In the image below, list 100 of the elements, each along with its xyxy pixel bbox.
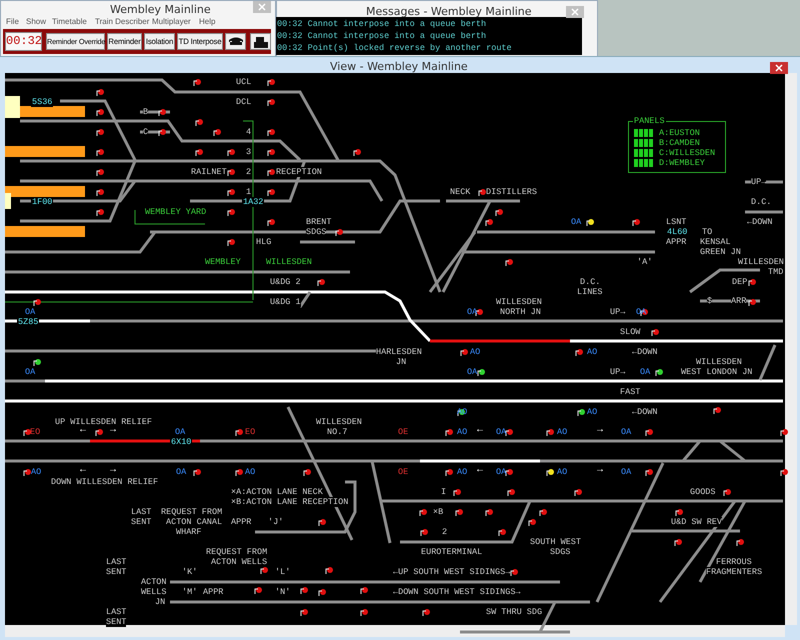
train-description: 1A32	[242, 197, 264, 207]
track-label: LAST	[106, 557, 126, 567]
track-label: 3	[246, 147, 252, 157]
track-label: ACTON CANAL	[166, 517, 222, 527]
signal-code: AO	[470, 347, 480, 357]
track-label: WILLESDEN	[496, 297, 542, 307]
track-label: ←DOWN	[632, 407, 658, 417]
signal-code: OA	[621, 427, 632, 437]
train-description: 5Z85	[17, 317, 40, 327]
signal-code: EO	[245, 427, 256, 437]
signal-code: OA	[621, 467, 632, 477]
track-label: DEP	[732, 277, 748, 287]
message-line: 00:32 Cannot interpose into a queue berth	[277, 31, 486, 41]
direction-arrow: ←	[477, 466, 484, 476]
panel-name: A:EUSTON	[659, 128, 700, 138]
area-label: WEMBLEY	[205, 257, 241, 267]
message-line: 00:32 Cannot interpose into a queue berth	[277, 19, 486, 29]
track-label: KENSAL	[700, 237, 731, 247]
track-label: U&DG 2	[270, 277, 301, 287]
area-label: WEMBLEY YARD	[145, 207, 206, 217]
track-label: FRAGMENTERS	[706, 567, 762, 577]
track-label: HARLESDEN	[376, 347, 422, 357]
track-label: SENT	[131, 517, 152, 527]
track-label: SDGS	[550, 547, 570, 557]
track-label: LAST	[131, 507, 152, 517]
track-label: DCL	[236, 97, 252, 107]
train-description: 4L60	[666, 227, 688, 237]
track-label: UP→	[610, 307, 626, 317]
track-label: 1	[246, 187, 252, 197]
direction-arrow: →	[597, 466, 604, 476]
track-label: APPR	[231, 517, 252, 527]
signal-code: OA	[636, 307, 646, 317]
track-label: 'M'	[182, 587, 198, 597]
track-label: EUROTERMINAL	[421, 547, 482, 557]
menu-item: Help	[199, 17, 216, 26]
train-description: 1F00	[31, 197, 54, 207]
track-label: WILLESDEN	[696, 357, 742, 367]
track-label: ×B	[433, 507, 444, 517]
menu-item: Show	[26, 17, 46, 26]
signal-code: OA	[496, 427, 506, 437]
track-label: RECEPTION	[276, 167, 322, 177]
track-label: 4	[246, 127, 252, 137]
track-label: NECK	[450, 187, 470, 197]
clock-display: 00:32	[5, 32, 42, 51]
track-label: 'A'	[637, 257, 652, 267]
signal-code: OA	[25, 307, 36, 317]
track-label: SENT	[106, 567, 126, 577]
track-label: U&D SW REV	[671, 517, 722, 527]
track-label: UP→	[751, 177, 766, 187]
track-label: ×A:ACTON LANE NECK	[231, 487, 323, 497]
track-label: WILLESDEN	[316, 417, 362, 427]
train-description: 6X10	[170, 437, 192, 447]
track-label: ACTON	[141, 577, 167, 587]
track-label: APPR	[666, 237, 686, 247]
track-label: WEST LONDON JN	[681, 367, 752, 377]
track-label: NO.7	[327, 427, 348, 437]
track-label: HLG	[256, 237, 272, 247]
track-label: UP WILLESDEN RELIEF	[55, 417, 152, 427]
train-description: 5S36	[31, 97, 54, 107]
signal-code: OA	[496, 467, 506, 477]
signal-code: AO	[245, 467, 256, 477]
track-label: LAST	[106, 607, 126, 617]
track-label: UP→	[610, 367, 626, 377]
panel-name: D:WEMBLEY	[659, 158, 705, 168]
panel-name: C:WILLESDEN	[659, 148, 716, 158]
direction-arrow: →	[110, 426, 116, 436]
track-label: ACTON WELLS	[211, 557, 268, 567]
track-label: SW THRU SDG	[486, 607, 542, 617]
track-label: BRENT	[306, 217, 332, 227]
menu-item: File	[6, 17, 19, 26]
track-label: JN	[396, 357, 406, 367]
box-heading: PANELS	[633, 116, 666, 126]
track-label: NORTH JN	[500, 307, 541, 317]
track-label: SENT	[106, 617, 126, 627]
track-label: LSNT	[666, 217, 686, 227]
track-label: FAST	[620, 387, 640, 397]
panel-name: B:CAMDEN	[659, 138, 700, 148]
track-label: ARR	[731, 296, 746, 306]
track-label: UCL	[236, 77, 252, 87]
track-label: REQUEST FROM	[161, 507, 222, 517]
window-title: Messages - Wembley Mainline	[366, 5, 532, 18]
menu-item: Train Describer	[95, 17, 150, 26]
message-line: 00:32 Point(s) locked reverse by another route	[277, 43, 512, 53]
track-label: DOWN WILLESDEN RELIEF	[51, 477, 158, 487]
track-label: ←DOWN	[632, 347, 658, 357]
track-label: RAILNET	[191, 167, 227, 177]
signal-code: EO	[30, 427, 40, 437]
track-label: $	[707, 296, 712, 306]
direction-arrow: ←	[80, 466, 86, 476]
signal-code: AO	[557, 427, 568, 437]
track-label: C	[143, 127, 148, 137]
direction-arrow: ←	[477, 426, 484, 436]
track-label: D.C.	[751, 197, 772, 207]
track-label: 2	[246, 167, 252, 177]
track-label: WILLESDEN	[738, 257, 784, 267]
direction-arrow: →	[110, 466, 116, 476]
signal-code: OA	[467, 307, 478, 317]
direction-arrow: ←	[80, 426, 86, 436]
signal-code: AO	[457, 407, 468, 417]
signal-code: AO	[587, 347, 598, 357]
